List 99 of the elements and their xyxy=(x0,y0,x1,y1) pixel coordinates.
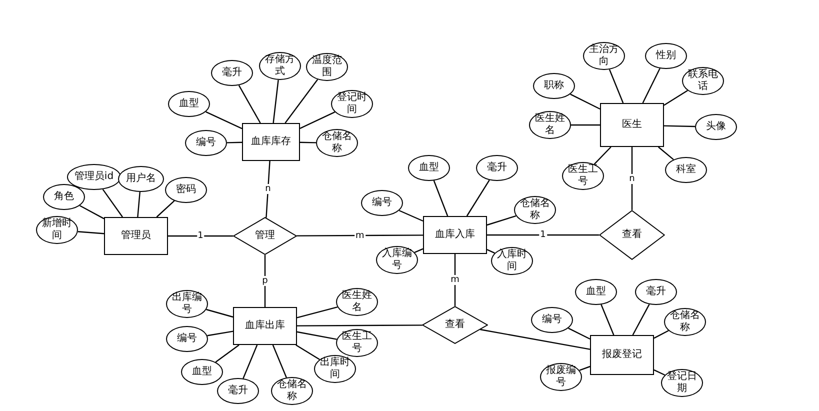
connector-line xyxy=(433,180,448,216)
attribute-ellipse: 毫升 xyxy=(211,60,253,86)
connector-line xyxy=(571,124,600,126)
entity-box: 报废登记 xyxy=(590,335,654,375)
attribute-ellipse: 性别 xyxy=(645,43,687,69)
connector-line xyxy=(600,304,614,336)
connector-line xyxy=(272,80,279,124)
attribute-ellipse: 角色 xyxy=(43,184,85,210)
connector-line xyxy=(414,248,424,253)
entity-box: 医生 xyxy=(600,103,664,147)
connector-line xyxy=(664,90,688,106)
connector-line xyxy=(632,304,650,336)
attribute-ellipse: 医生姓名 xyxy=(529,111,571,139)
connector-line xyxy=(284,79,318,124)
connector-line xyxy=(102,188,123,218)
attribute-ellipse: 编号 xyxy=(185,130,227,156)
connector-line xyxy=(398,210,424,222)
attribute-ellipse: 仓储名称 xyxy=(514,196,556,224)
attribute-ellipse: 血型 xyxy=(181,359,223,385)
cardinality-label: m xyxy=(354,230,366,240)
connector-line xyxy=(466,180,490,216)
attribute-ellipse: 出库时间 xyxy=(314,355,356,383)
cardinality-label: 1 xyxy=(196,231,204,241)
attribute-ellipse: 登记时间 xyxy=(331,90,373,118)
connector-line xyxy=(156,200,175,218)
connector-line xyxy=(206,308,234,318)
attribute-ellipse: 编号 xyxy=(531,307,573,333)
entity-box: 管理员 xyxy=(104,217,168,255)
connector-line xyxy=(168,235,233,237)
connector-line xyxy=(238,85,261,124)
connector-line xyxy=(266,160,270,218)
connector-line xyxy=(658,146,674,160)
attribute-ellipse: 编号 xyxy=(361,190,403,216)
connector-line xyxy=(608,69,624,104)
cardinality-label: m xyxy=(450,275,460,285)
connector-line xyxy=(300,112,336,129)
attribute-ellipse: 报废编号 xyxy=(540,363,582,391)
entity-box: 血库入库 xyxy=(423,216,487,254)
connector-line xyxy=(300,142,316,144)
attribute-ellipse: 医生姓名 xyxy=(336,288,378,316)
connector-line xyxy=(642,68,660,104)
connector-line xyxy=(579,366,590,371)
attribute-ellipse: 入库编号 xyxy=(376,246,418,274)
connector-line xyxy=(568,328,590,340)
connector-line xyxy=(296,306,338,318)
attribute-ellipse: 血型 xyxy=(168,91,210,117)
connector-line xyxy=(206,111,242,130)
cardinality-label: n xyxy=(628,174,636,184)
connector-line xyxy=(570,94,600,110)
attribute-ellipse: 血型 xyxy=(408,155,450,181)
attribute-ellipse: 毫升 xyxy=(635,279,677,305)
attribute-ellipse: 仓储名称 xyxy=(664,308,706,336)
attribute-ellipse: 密码 xyxy=(165,177,207,203)
attribute-ellipse: 毫升 xyxy=(217,378,259,404)
connector-line xyxy=(654,369,666,376)
connector-line xyxy=(272,344,287,378)
attribute-ellipse: 仓储名称 xyxy=(271,377,313,405)
connector-line xyxy=(78,231,104,234)
connector-line xyxy=(487,234,599,236)
connector-line xyxy=(654,330,669,339)
connector-line xyxy=(631,147,633,210)
connector-line xyxy=(242,344,258,379)
connector-line xyxy=(215,344,240,363)
entity-box: 血库出库 xyxy=(233,307,297,345)
attribute-ellipse: 职称 xyxy=(533,73,575,99)
connector-line xyxy=(486,215,516,226)
cardinality-label: 1 xyxy=(539,230,547,240)
connector-line xyxy=(486,249,495,254)
relationship-diamond: 查看 xyxy=(599,210,665,260)
connector-line xyxy=(664,125,696,128)
attribute-ellipse: 编号 xyxy=(166,326,208,352)
attribute-ellipse: 毫升 xyxy=(476,155,518,181)
attribute-ellipse: 用户名 xyxy=(118,166,164,192)
relationship-diamond: 管理 xyxy=(233,217,297,255)
cardinality-label: p xyxy=(261,276,269,286)
relationship-diamond: 查看 xyxy=(422,306,488,344)
attribute-ellipse: 登记日期 xyxy=(661,369,703,397)
cardinality-label: n xyxy=(264,184,272,194)
connector-line xyxy=(207,330,234,336)
attribute-ellipse: 管理员id xyxy=(67,164,121,190)
connector-line xyxy=(264,255,266,307)
attribute-ellipse: 仓储名称 xyxy=(316,129,358,157)
connector-line xyxy=(296,344,320,360)
connector-line xyxy=(480,328,590,350)
attribute-ellipse: 出库编号 xyxy=(166,290,208,318)
connector-line xyxy=(594,146,612,165)
attribute-ellipse: 入库时间 xyxy=(491,247,533,275)
connector-line xyxy=(297,324,422,326)
connector-line xyxy=(454,254,456,306)
attribute-ellipse: 科室 xyxy=(665,157,707,183)
connector-line xyxy=(80,205,104,220)
entity-box: 血库库存 xyxy=(242,123,300,161)
connector-line xyxy=(296,331,337,340)
connector-line xyxy=(137,192,140,218)
attribute-ellipse: 新增时间 xyxy=(36,216,78,244)
connector-line xyxy=(226,142,242,144)
connector-line xyxy=(296,234,423,236)
attribute-ellipse: 头像 xyxy=(695,114,737,140)
attribute-ellipse: 血型 xyxy=(575,279,617,305)
